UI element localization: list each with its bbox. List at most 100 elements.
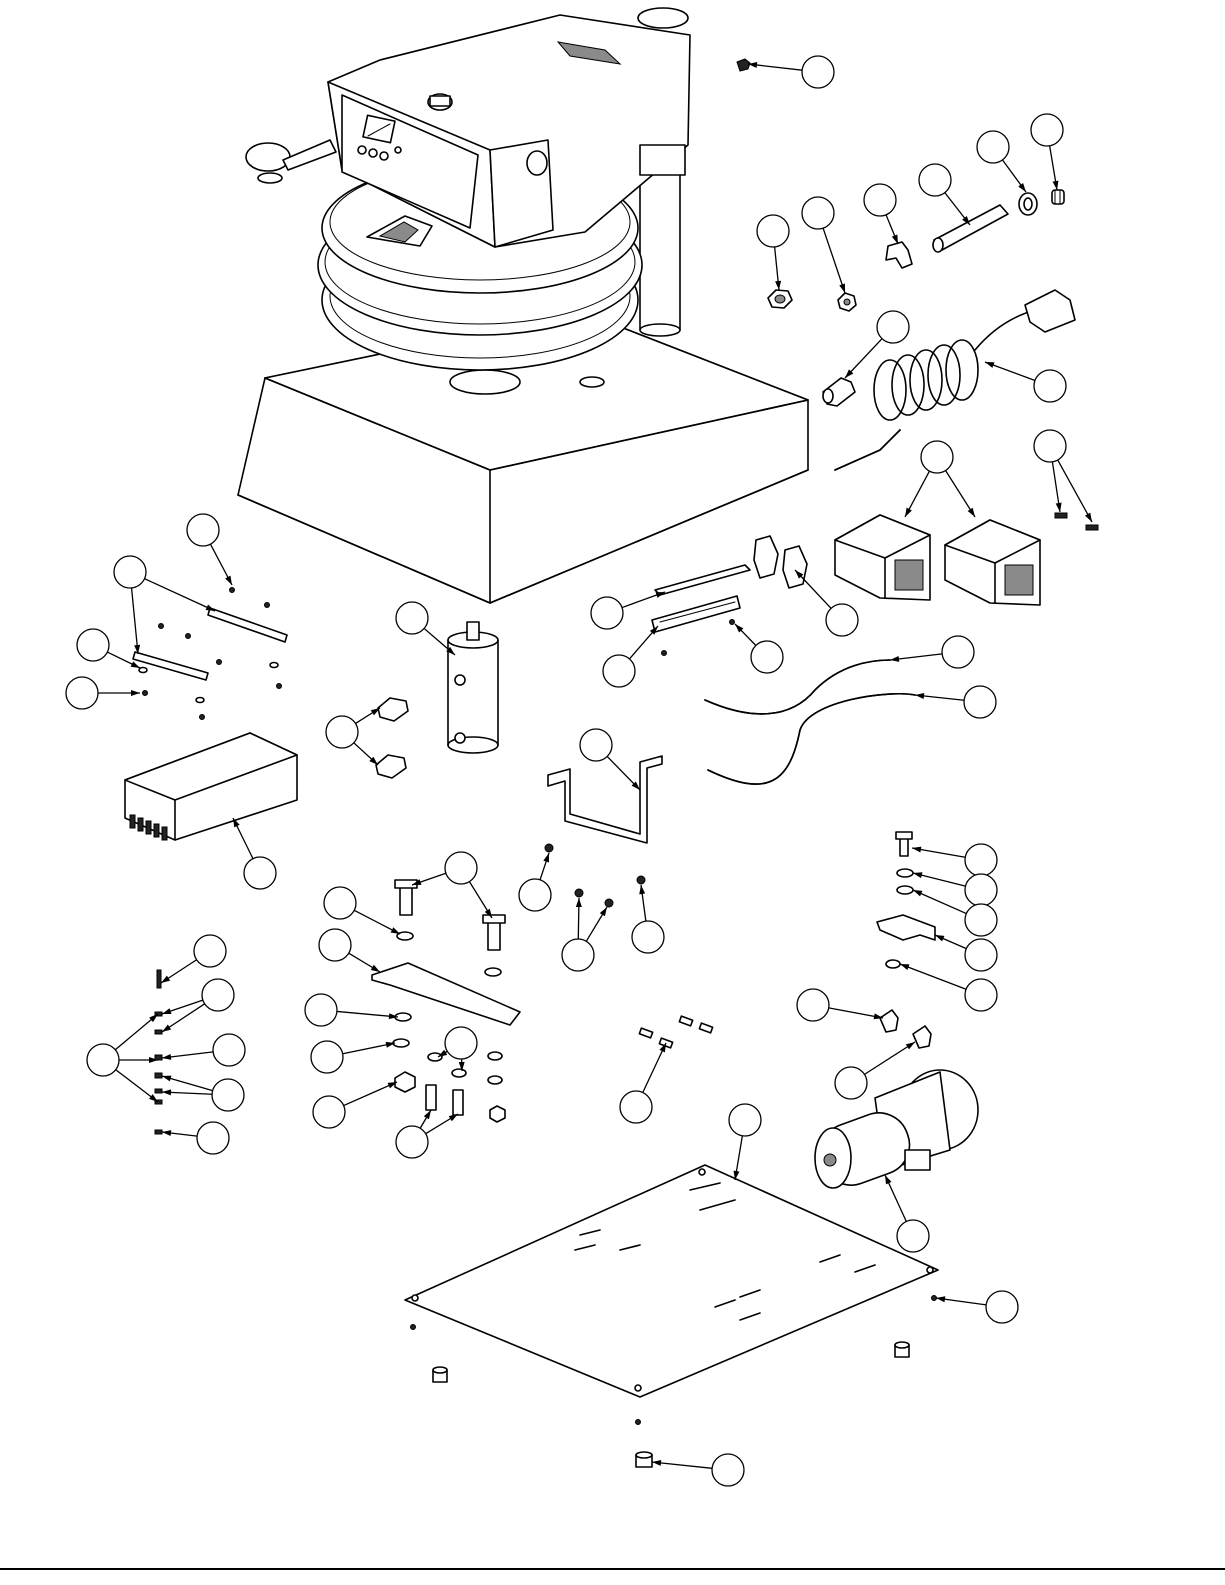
air-cylinder: [448, 622, 498, 753]
callout-cap-screws: [396, 1110, 458, 1158]
callout-bubble: [921, 441, 953, 473]
callout-arrowhead: [913, 890, 922, 896]
callout-arrowhead: [1053, 181, 1059, 190]
callout-arrowhead: [915, 693, 924, 699]
callout-tube: [919, 164, 970, 225]
callout-arrowhead: [131, 661, 140, 668]
callout-arrowhead: [1085, 513, 1092, 522]
callout-arrowhead: [935, 935, 944, 941]
knob-nut: [1052, 190, 1064, 204]
callout-arrowhead: [652, 1460, 661, 1466]
callout-plate: [319, 929, 380, 972]
callout-fittings: [326, 708, 380, 765]
callout-bubble: [194, 935, 226, 967]
callout-leader: [864, 1042, 915, 1074]
callout-hex-bolts: [412, 852, 492, 918]
callout-terminals: [620, 1043, 666, 1123]
callout-screw-top: [748, 56, 834, 88]
callout-arrowhead: [912, 847, 921, 853]
bottom-rule: [0, 1568, 1225, 1570]
callout-small-parts-d: [162, 1122, 229, 1154]
callout-bushing: [977, 131, 1026, 192]
callout-bubble: [580, 729, 612, 761]
callout-arrowhead: [576, 898, 582, 907]
callout-arrowhead: [600, 907, 607, 916]
callout-locknut: [757, 215, 789, 290]
callout-arrowhead: [936, 1296, 945, 1302]
callout-arrowhead: [913, 872, 922, 878]
callout-arrowhead: [131, 690, 140, 696]
contactor-2: [945, 520, 1040, 605]
callout-bubble: [965, 979, 997, 1011]
callout-bubble: [712, 1454, 744, 1486]
callout-hex-nut: [313, 1082, 397, 1128]
callout-arrowhead: [149, 1094, 158, 1102]
locknut: [768, 290, 792, 308]
callout-pin: [161, 935, 226, 983]
callout-small-parts-a: [162, 979, 234, 1032]
callout-arrowhead: [543, 853, 549, 862]
callout-bubble: [919, 164, 951, 196]
center-hardware: [372, 880, 520, 1122]
callout-arrowhead: [206, 605, 215, 611]
power-supply: [125, 733, 297, 840]
callout-base-screw: [936, 1291, 1018, 1323]
callout-arrowhead: [162, 1008, 171, 1014]
callout-arrowhead: [885, 1175, 891, 1184]
callout-arrowhead: [161, 976, 170, 983]
heater-cables: [705, 660, 915, 784]
callout-bubble: [965, 904, 997, 936]
bushing: [1019, 193, 1037, 215]
callout-bubble: [802, 56, 834, 88]
callout-arrowhead: [890, 656, 899, 662]
callout-washer-2: [305, 994, 398, 1026]
callout-bubble: [977, 131, 1009, 163]
callout-bubble: [244, 857, 276, 889]
callout-bubble: [1034, 370, 1066, 402]
machine-assembly: [238, 8, 808, 603]
elbow: [886, 242, 912, 268]
callout-bubble: [897, 1220, 929, 1252]
callout-arrowhead: [968, 508, 975, 517]
callout-bubble: [797, 989, 829, 1021]
callout-bubble: [620, 1091, 652, 1123]
callout-jumpers: [1034, 430, 1092, 522]
callout-cord-connector: [845, 311, 909, 378]
callout-arrowhead: [162, 1076, 171, 1082]
callout-bubble: [632, 921, 664, 953]
callout-bubble: [66, 677, 98, 709]
callout-lock-washer: [438, 1027, 477, 1071]
callout-arrowhead: [985, 362, 994, 368]
callout-bubble: [202, 979, 234, 1011]
callout-bubble: [864, 184, 896, 216]
callout-bubble: [965, 939, 997, 971]
callout-arrowhead: [162, 1089, 171, 1095]
callout-bracket-screws: [562, 898, 607, 971]
contactor-1: [835, 515, 930, 600]
callout-bracket-screw: [519, 853, 551, 911]
callout-screw-left2: [66, 677, 140, 709]
callout-leader: [652, 1462, 712, 1468]
callout-right-clamp: [935, 935, 997, 971]
callout-arrowhead: [656, 592, 665, 598]
callout-bubble: [396, 602, 428, 634]
callout-right-bolt: [912, 844, 997, 876]
callout-bubble: [319, 929, 351, 961]
callout-mount-bracket: [580, 729, 640, 790]
callout-arrowhead: [162, 1054, 171, 1060]
callout-arrowhead: [1018, 183, 1026, 192]
callout-arrowhead: [905, 508, 912, 517]
callout-elbow: [864, 184, 898, 244]
callout-leader: [900, 964, 966, 989]
callout-bubble: [591, 597, 623, 629]
callout-arrowhead: [225, 576, 232, 585]
callout-nut: [802, 197, 845, 293]
callout-knob-nut: [1031, 114, 1063, 190]
callout-bubble: [187, 514, 219, 546]
callout-leader: [337, 1011, 398, 1017]
callout-small-parts-c: [162, 1076, 244, 1111]
callout-bubble: [826, 604, 858, 636]
callout-bubble: [324, 887, 356, 919]
nut: [838, 293, 856, 311]
callout-bubble: [562, 939, 594, 971]
